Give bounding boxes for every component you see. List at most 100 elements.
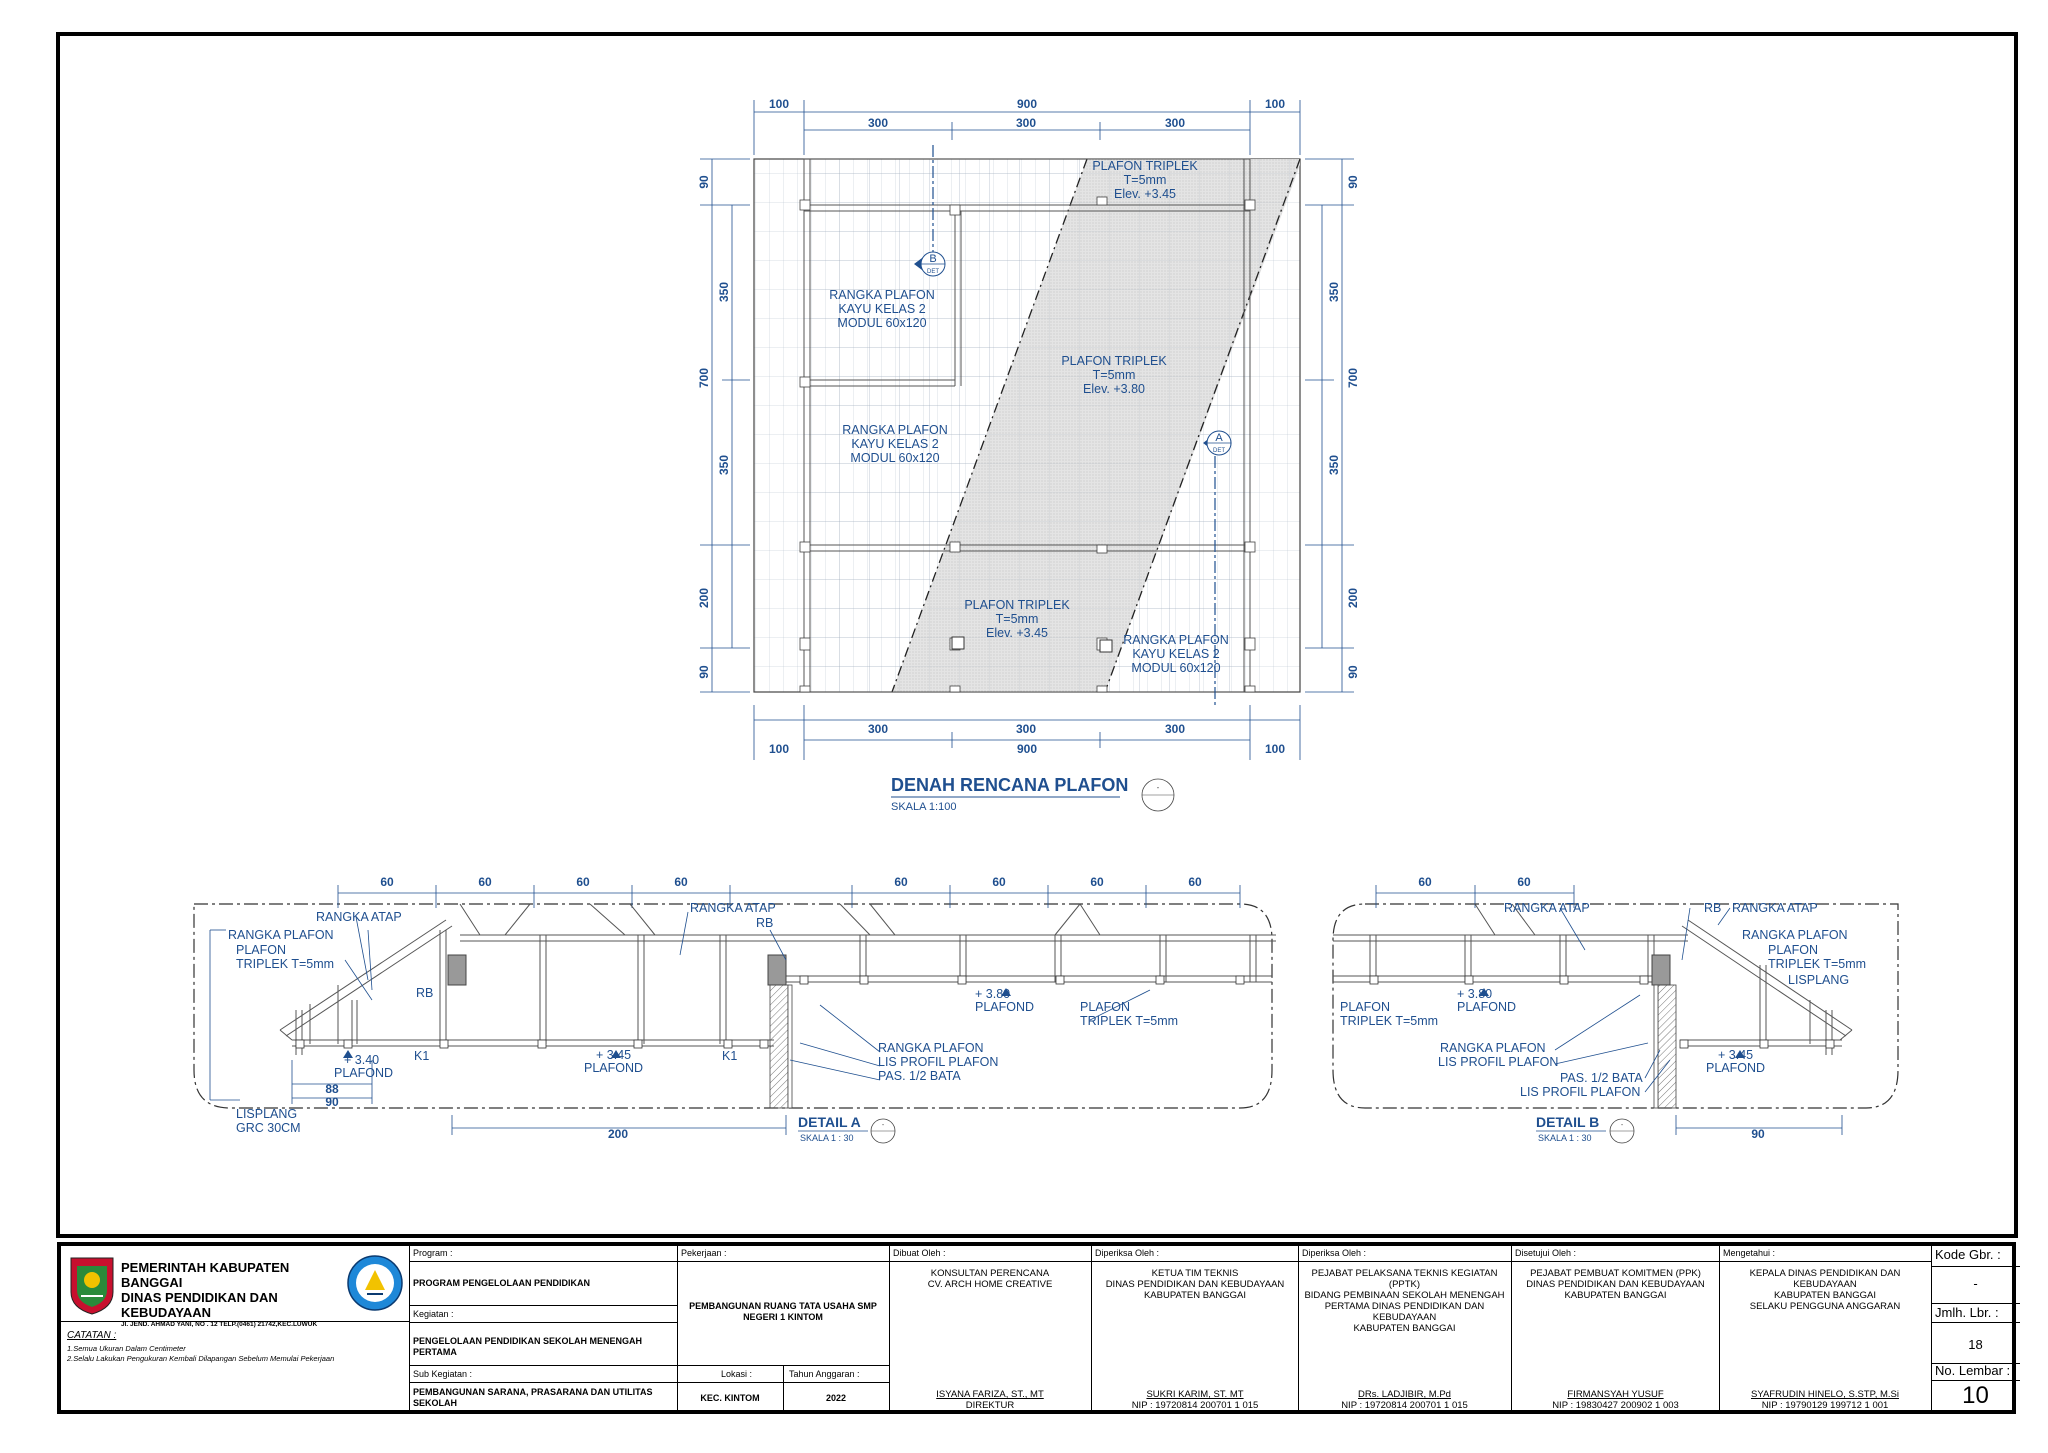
pekerjaan-value: PEMBANGUNAN RUANG TATA USAHA SMP NEGERI … [689, 1301, 877, 1322]
dim-bottom-sub-1: 300 [868, 722, 888, 736]
detail-a-plafond-340: PLAFOND [334, 1066, 393, 1080]
detail-a-dim-200: 200 [608, 1127, 628, 1141]
section-marker-a[interactable] [1203, 430, 1232, 456]
detail-a-plafond-380: PLAFOND [975, 1000, 1034, 1014]
marker-b-letter: B [929, 253, 936, 265]
periksa1-name: SUKRI KARIM, ST. MT [1146, 1389, 1244, 1400]
detail-a-dim-90: 90 [325, 1095, 339, 1109]
dim-bottom-right: 100 [1265, 742, 1285, 756]
detail-a-dim-5: 60 [894, 875, 908, 889]
dim-left-bottom: 90 [697, 665, 711, 679]
label-mid-left-3: MODUL 60x120 [850, 451, 939, 465]
ketahui-name: SYAFRUDIN HINELO, S.STP, M.Si [1751, 1389, 1899, 1400]
label-room-b-3: MODUL 60x120 [837, 316, 926, 330]
detail-b-pas-bata: PAS. 1/2 BATA [1560, 1071, 1643, 1085]
dim-left-mid2: 350 [717, 455, 731, 475]
periksa1-org: KETUA TIM TEKNIS DINAS PENDIDIKAN DAN KE… [1105, 1268, 1285, 1301]
kode-gbr-label: Kode Gbr. : [1935, 1247, 2001, 1262]
tahun-label: Tahun Anggaran : [789, 1369, 860, 1379]
detail-a-symbol: - [882, 1122, 885, 1129]
setuju-label: Disetujui Oleh : [1515, 1248, 1577, 1258]
detail-a-dim-8: 60 [1188, 875, 1202, 889]
label-bottom-right-3: MODUL 60x120 [1131, 661, 1220, 675]
jmlh-lbr-value: 18 [1968, 1337, 1983, 1352]
marker-a-letter: A [1215, 432, 1223, 444]
dim-bottom-sub-3: 300 [1165, 722, 1185, 736]
dim-top-overall: 900 [1017, 97, 1037, 111]
detail-a-plafon: PLAFON [236, 943, 286, 957]
ketahui-org: KEPALA DINAS PENDIDIKAN DAN KEBUDAYAAN K… [1749, 1268, 1901, 1312]
label-center-1: PLAFON TRIPLEK [1061, 354, 1167, 368]
detail-b-triplek: TRIPLEK T=5mm [1768, 957, 1866, 971]
detail-b-plafond-380: PLAFOND [1457, 1000, 1516, 1014]
detail-b-rangka-atap-right: RANGKA ATAP [1732, 901, 1818, 915]
dim-left-top: 90 [697, 175, 711, 189]
lokasi-value: KEC. KINTOM [700, 1393, 760, 1403]
jmlh-lbr-label: Jmlh. Lbr. : [1935, 1305, 1999, 1320]
dim-right-mid1: 350 [1327, 282, 1341, 302]
detail-a-dim-1: 60 [380, 875, 394, 889]
detail-b-elev-380: + 3.80 [1457, 987, 1492, 1001]
label-room-b-1: RANGKA PLAFON [829, 288, 935, 302]
detail-a-rangka-plafon: RANGKA PLAFON [228, 928, 334, 942]
setuju-nip: NIP : 19830427 200902 1 003 [1552, 1400, 1679, 1411]
dim-top-left: 100 [769, 97, 789, 111]
subkegiatan-label: Sub Kegiatan : [413, 1369, 473, 1379]
detail-a-elev-340: + 3.40 [344, 1053, 379, 1067]
detail-b-title: DETAIL B [1536, 1114, 1599, 1130]
detail-a-scale: SKALA 1 : 30 [800, 1133, 854, 1143]
plan-title-symbol: - [1157, 783, 1160, 792]
detail-b-rangka-plafon-b: RANGKA PLAFON [1440, 1041, 1546, 1055]
periksa1-nip: NIP : 19720814 200701 1 015 [1131, 1400, 1259, 1411]
plan-scale: SKALA 1:100 [891, 801, 956, 813]
program-label: Program : [413, 1248, 453, 1258]
detail-b-lisplang: LISPLANG [1788, 973, 1849, 987]
kegiatan-value: PENGELOLAAN PENDIDIKAN SEKOLAH MENENGAH … [413, 1336, 643, 1357]
detail-b: 60 60 [1332, 875, 1899, 1149]
detail-a-dim-2: 60 [478, 875, 492, 889]
org-line-2: DINAS PENDIDIKAN DAN KEBUDAYAAN [121, 1290, 278, 1320]
dim-right-top: 90 [1346, 175, 1360, 189]
catatan-2: 2.Selalu Lakukan Pengukuran Kembali Dila… [67, 1354, 335, 1363]
tut-wuri-logo-icon [347, 1252, 403, 1314]
periksa1-label: Diperiksa Oleh : [1095, 1248, 1160, 1258]
detail-a-rangka-atap-left: RANGKA ATAP [316, 910, 402, 924]
detail-a-dim-4: 60 [674, 875, 688, 889]
detail-a-lis-profil: LIS PROFIL PLAFON [878, 1055, 998, 1069]
dim-top-sub-3: 300 [1165, 116, 1185, 130]
dim-bottom-sub-2: 300 [1016, 722, 1036, 736]
label-bottom-mid-2: T=5mm [996, 612, 1039, 626]
periksa2-name: DRs. LADJIBIR, M.Pd [1358, 1389, 1451, 1400]
detail-a-dim-7: 60 [1090, 875, 1104, 889]
detail-b-triplek-left: TRIPLEK T=5mm [1340, 1014, 1438, 1028]
ceiling-plan: B DET A DET PLAFON TRIPLEK T=5mm Elev. +… [697, 97, 1360, 813]
detail-a-triplek: TRIPLEK T=5mm [236, 957, 334, 971]
detail-a-elev-380: + 3.80 [975, 987, 1010, 1001]
no-lembar-label: No. Lembar : [1935, 1363, 2011, 1378]
detail-b-plafon-left: PLAFON [1340, 1000, 1390, 1014]
section-marker-b[interactable] [914, 251, 946, 277]
label-top-right-1: PLAFON TRIPLEK [1092, 159, 1198, 173]
detail-a-plafond-345: PLAFOND [584, 1061, 643, 1075]
label-center-2: T=5mm [1093, 368, 1136, 382]
dim-right-overall: 700 [1346, 368, 1360, 388]
dibuat-role: DIREKTUR [965, 1400, 1015, 1411]
detail-a-pas-bata: PAS. 1/2 BATA [878, 1069, 961, 1083]
detail-a: 60 60 60 60 60 60 60 60 [193, 875, 1276, 1144]
label-mid-left-1: RANGKA PLAFON [842, 423, 948, 437]
org-line-1: PEMERINTAH KABUPATEN BANGGAI [121, 1260, 290, 1290]
detail-b-dim-1: 60 [1418, 875, 1432, 889]
tahun-value: 2022 [825, 1393, 847, 1403]
dim-left-low: 200 [697, 588, 711, 608]
marker-b-det: DET [927, 269, 939, 275]
setuju-name: FIRMANSYAH YUSUF [1567, 1389, 1664, 1400]
dim-bottom-overall: 900 [1017, 742, 1037, 756]
detail-b-symbol: - [1621, 1122, 1624, 1129]
ketahui-nip: NIP : 19790129 199712 1 001 [1761, 1400, 1889, 1411]
dim-top-sub-1: 300 [868, 116, 888, 130]
detail-a-rangka-plafon-b: RANGKA PLAFON [878, 1041, 984, 1055]
program-value: PROGRAM PENGELOLAAN PENDIDIKAN [413, 1278, 591, 1288]
catatan-1: 1.Semua Ukuran Dalam Centimeter [67, 1344, 186, 1353]
periksa2-label: Diperiksa Oleh : [1302, 1248, 1367, 1258]
label-center-3: Elev. +3.80 [1083, 382, 1145, 396]
